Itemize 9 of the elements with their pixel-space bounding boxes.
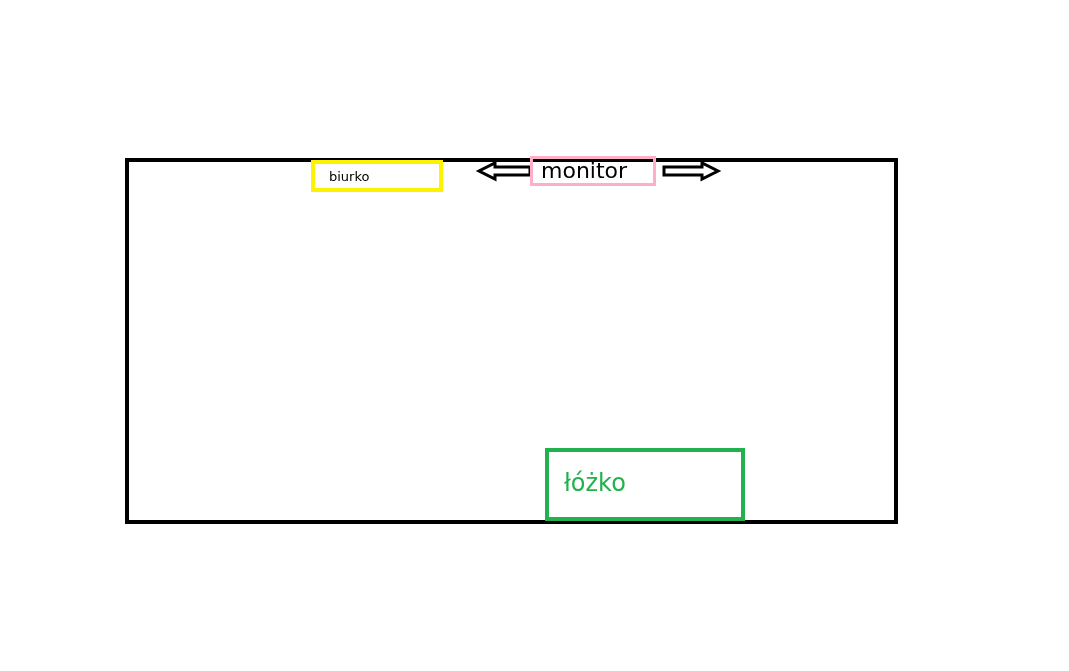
room-item-label: biurko [329, 170, 370, 185]
room-item-label: łóżko [564, 470, 626, 497]
desk-box [311, 160, 443, 192]
arrow [475, 160, 532, 182]
monitor-box [530, 156, 656, 186]
arrow [662, 160, 722, 182]
room-item-label: monitor [541, 159, 628, 184]
bed-box [545, 448, 745, 521]
room-outline [125, 158, 898, 524]
